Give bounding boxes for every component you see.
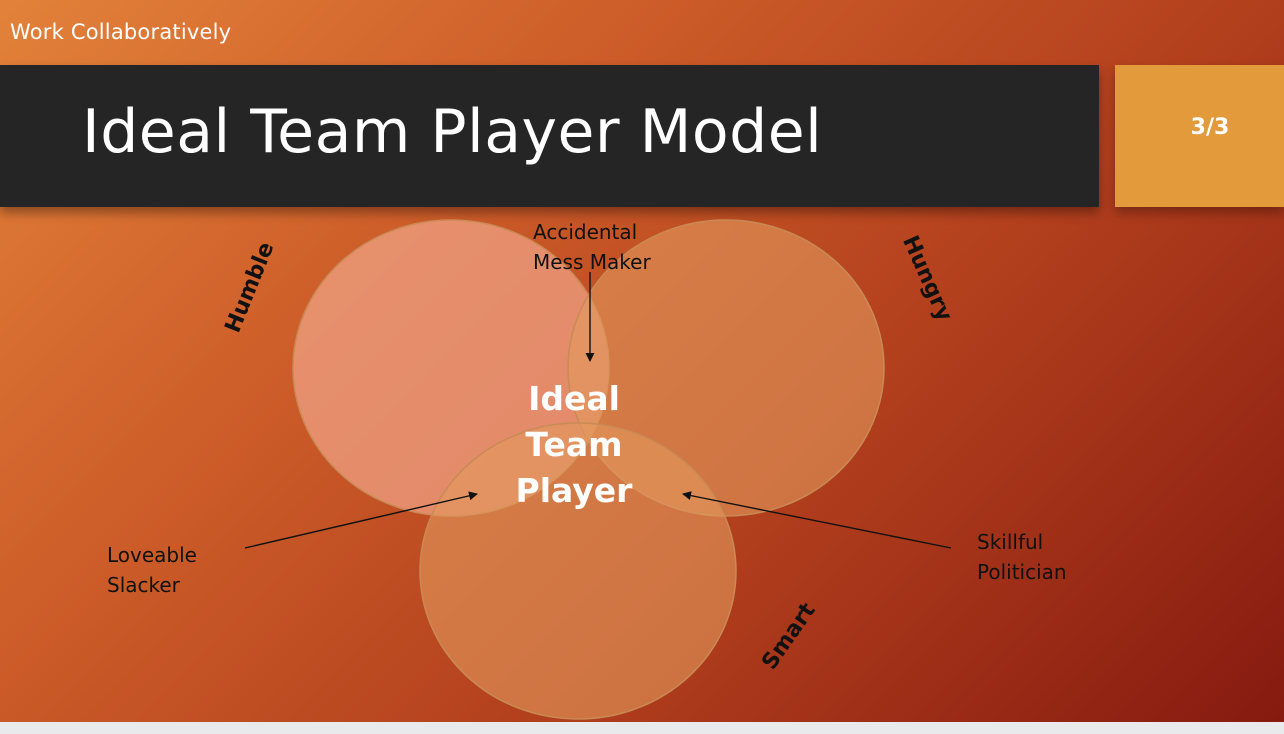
center-line: Player <box>515 471 633 510</box>
section-label: Work Collaboratively <box>10 20 232 44</box>
slide-title: Ideal Team Player Model <box>82 97 823 167</box>
skillful-politician-label: Skillful Politician <box>977 530 1067 584</box>
center-line: Team <box>525 425 623 464</box>
page-number: 3/3 <box>1190 115 1230 140</box>
loveable-arrow <box>244 491 478 549</box>
center-line: Ideal <box>528 379 620 418</box>
skillful-arrow <box>682 491 952 549</box>
bottom-strip <box>0 722 1284 734</box>
loveable-slacker-label: Loveable Slacker <box>107 543 197 597</box>
center-label: Ideal Team Player <box>504 376 644 514</box>
page-number-box: 3/3 <box>1115 65 1284 207</box>
accidental-mess-maker-label: Accidental Mess Maker <box>533 220 651 274</box>
smart-circle <box>419 422 737 720</box>
title-bar <box>0 65 1099 207</box>
